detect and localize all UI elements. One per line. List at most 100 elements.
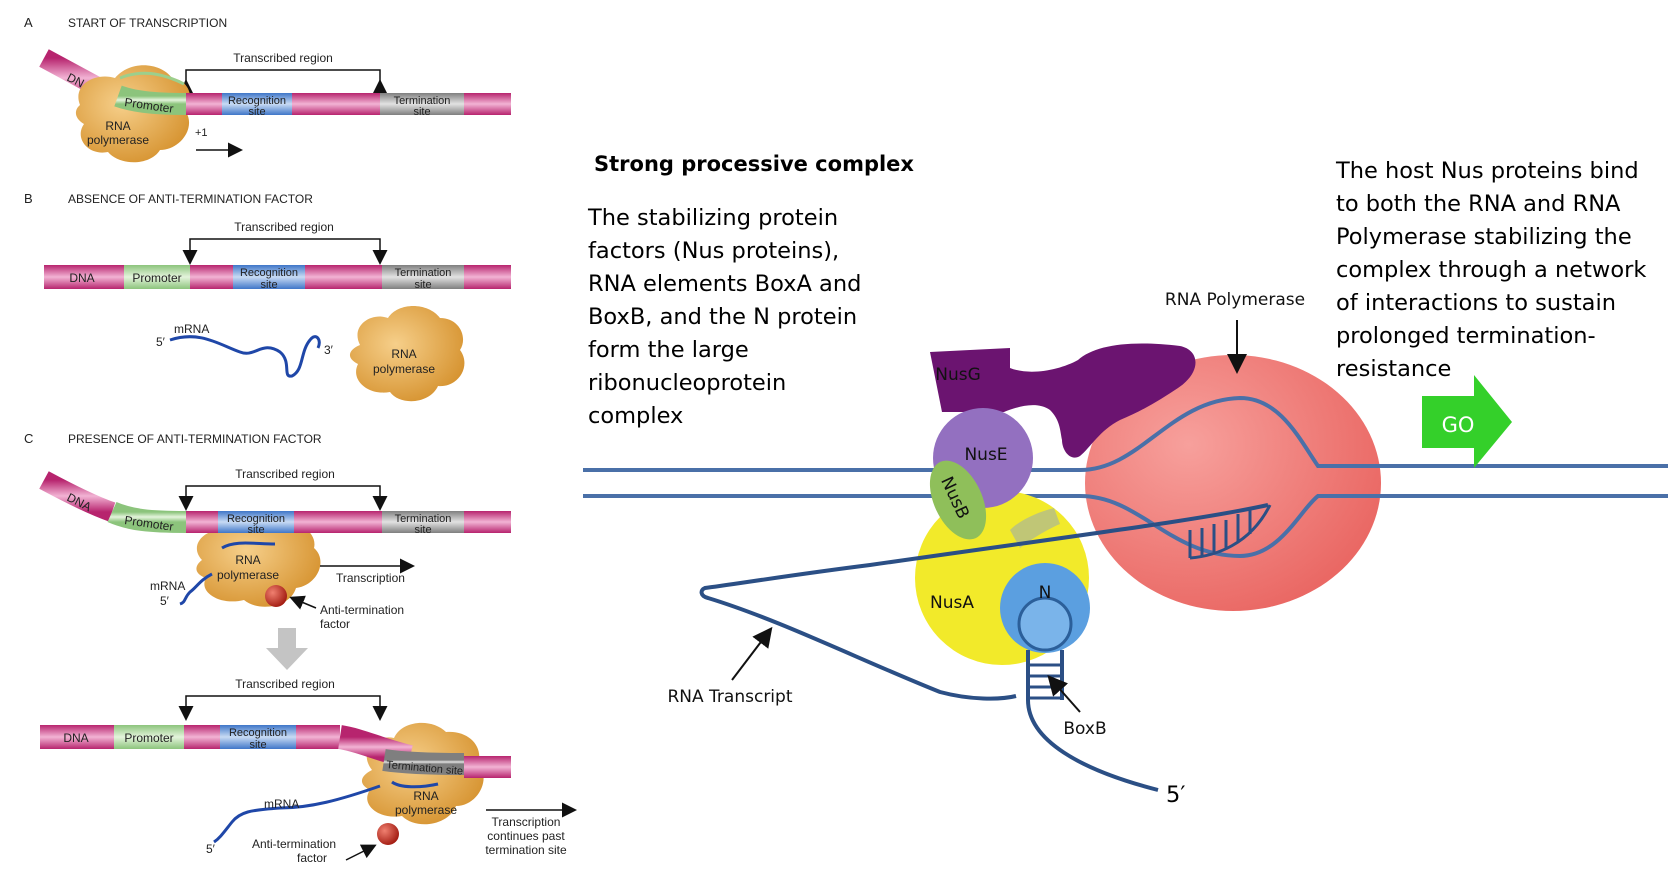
- transcribed-label: Transcribed region: [233, 51, 333, 65]
- recognition-site-segment: [218, 511, 294, 533]
- plus-one-label: +1: [195, 127, 208, 139]
- right-text-line: The host Nus proteins bind: [1335, 158, 1639, 184]
- rna-polymerase-blob: [349, 306, 465, 402]
- promoter-segment: [114, 725, 184, 749]
- boxb-label: BoxB: [1063, 719, 1106, 739]
- recognition-site-segment: [220, 725, 296, 749]
- mrna-strand: [391, 780, 439, 789]
- dna-top-strand: [583, 395, 1668, 472]
- five-prime-label: 5′: [1166, 782, 1185, 808]
- left-text-line: RNA elements BoxA and: [588, 271, 861, 297]
- promoter-label: Promoter: [124, 95, 175, 116]
- polymerase-label: RNA: [391, 347, 416, 361]
- right-text-line: Polymerase stabilizing the: [1336, 224, 1632, 250]
- rna-polymerase-body: [1085, 355, 1381, 611]
- nuse-label: NusE: [964, 445, 1007, 465]
- dna-strand: [464, 756, 511, 778]
- termination-label: Termination: [395, 267, 452, 279]
- five-prime-label: 5′: [156, 335, 166, 349]
- polymerase-label: RNA: [413, 789, 438, 803]
- pointer-arrow: [345, 844, 377, 861]
- go-arrow: [1422, 375, 1512, 468]
- right-description: The host Nus proteins bind to both the R…: [1335, 158, 1646, 382]
- termination-label: site: [414, 524, 431, 536]
- continues-label: Transcription: [492, 815, 561, 829]
- anti-termination-label: factor: [320, 617, 350, 631]
- n-protein-ring: [1017, 596, 1073, 652]
- panel-c: C PRESENCE OF ANTI-TERMINATION FACTOR Tr…: [24, 431, 511, 670]
- termination-label: site: [413, 106, 430, 118]
- recognition-label: site: [249, 739, 266, 751]
- anti-termination-label: factor: [297, 851, 327, 865]
- recognition-label: Recognition: [227, 513, 285, 525]
- boxb-pointer: [1047, 675, 1081, 713]
- down-arrow: [266, 628, 308, 670]
- boxb-base-pairs: [1030, 663, 1060, 700]
- polymerase-label: polymerase: [373, 362, 435, 376]
- mrna-strand: [221, 541, 276, 550]
- termination-site-segment: [382, 749, 465, 775]
- termination-site-segment: [382, 511, 464, 533]
- panel-a-title: START OF TRANSCRIPTION: [68, 16, 227, 30]
- anti-termination-label: Anti-termination: [320, 603, 404, 617]
- left-text-line: ribonucleoprotein: [588, 370, 786, 396]
- processive-complex: Strong processive complex The stabilizin…: [583, 152, 1668, 808]
- recognition-label: Recognition: [228, 95, 286, 107]
- nusa-label: NusA: [930, 593, 974, 613]
- dna-open-bubble: [119, 71, 185, 86]
- rna-dna-hybrid: [1188, 508, 1252, 558]
- nusg-label: NusG: [935, 365, 981, 385]
- rna-polymerase-blob: [75, 65, 191, 163]
- termination-site-segment: [380, 93, 464, 115]
- promoter-segment: [107, 501, 187, 533]
- transcribed-label: Transcribed region: [234, 220, 334, 234]
- termination-label: Termination: [394, 95, 451, 107]
- mrna-label: mRNA: [174, 322, 209, 336]
- nusg-protein: [930, 343, 1196, 458]
- boxb-stem: [1026, 650, 1159, 792]
- continues-label: termination site: [485, 843, 567, 857]
- left-text-line: The stabilizing protein: [587, 205, 838, 231]
- polymerase-label: polymerase: [395, 803, 457, 817]
- termination-site-segment: [382, 265, 464, 289]
- transcript-pointer: [731, 626, 773, 681]
- promoter-label: Promoter: [132, 271, 181, 285]
- panel-c-letter: C: [24, 431, 33, 446]
- recognition-label: site: [247, 524, 264, 536]
- dna-label: DNA: [69, 271, 94, 285]
- dna-strand: [39, 471, 116, 522]
- panel-a: A START OF TRANSCRIPTION Transcribed reg…: [24, 15, 511, 163]
- panel-b-title: ABSENCE OF ANTI-TERMINATION FACTOR: [68, 192, 313, 206]
- mrna-tail: [213, 784, 381, 844]
- transcribed-bracket: [189, 238, 381, 260]
- continues-label: continues past: [487, 829, 565, 843]
- go-label: GO: [1442, 413, 1475, 437]
- polymerase-label: RNA: [235, 553, 260, 567]
- anti-termination-label: Anti-termination: [252, 837, 336, 851]
- pointer-arrow: [289, 595, 317, 610]
- free-mrna: [169, 335, 321, 378]
- left-text-line: factors (Nus proteins),: [588, 238, 839, 264]
- dna-bottom-strand: [583, 494, 1668, 559]
- rna-transcript-strand: [699, 503, 1269, 701]
- panel-b: B ABSENCE OF ANTI-TERMINATION FACTOR Tra…: [24, 191, 511, 402]
- promoter-label: Promoter: [124, 731, 173, 745]
- termination-label: Termination: [395, 513, 452, 525]
- template-strand: [1189, 504, 1272, 560]
- recognition-site-segment: [222, 93, 292, 115]
- promoter-label: Promoter: [124, 513, 175, 534]
- right-text-line: resistance: [1336, 356, 1451, 382]
- n-protein-label: N: [1039, 583, 1052, 603]
- rna-polymerase-blob: [196, 512, 321, 607]
- anti-termination-factor: [377, 823, 399, 845]
- promoter-segment: [124, 265, 190, 289]
- left-text-line: BoxB, and the N protein: [588, 304, 857, 330]
- transcribed-label: Transcribed region: [235, 677, 335, 691]
- dna-label: DNA: [63, 731, 88, 745]
- transcribed-bracket: [185, 485, 381, 505]
- transcribed-bracket: [185, 69, 381, 81]
- three-prime-label: 3′: [324, 343, 334, 357]
- rna-transcript-label: RNA Transcript: [667, 687, 792, 707]
- mrna-tail: [179, 572, 213, 606]
